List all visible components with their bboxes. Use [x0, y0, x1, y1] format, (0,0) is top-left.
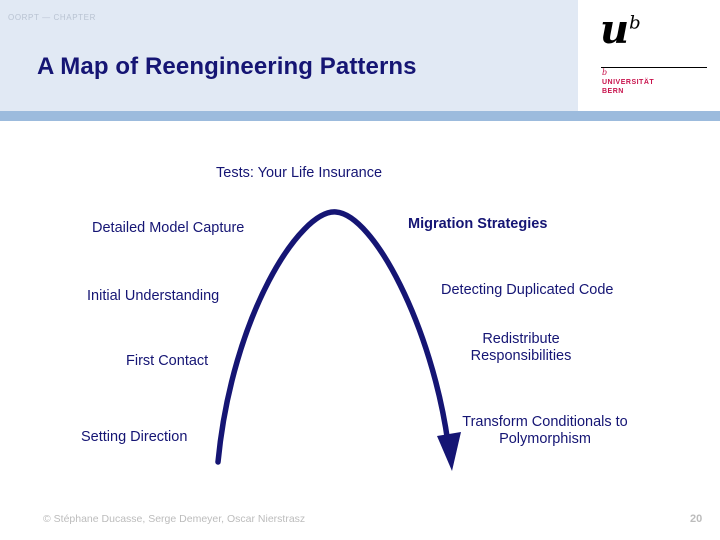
page-title: A Map of Reengineering Patterns: [37, 53, 417, 80]
slide-header-band: OORPT — CHAPTER A Map of Reengineering P…: [0, 0, 578, 111]
logo-small-b-glyph: b: [602, 68, 608, 77]
arrowhead: [437, 432, 461, 471]
label-setting-direction: Setting Direction: [81, 429, 188, 445]
logo-ub-mark: ub: [600, 10, 641, 50]
university-bern-logo: ub b UNIVERSITÄT BERN: [600, 8, 710, 100]
process-arc-arrow: [215, 209, 461, 471]
header-kicker: OORPT — CHAPTER: [8, 13, 96, 22]
label-first-contact: First Contact: [126, 353, 209, 369]
arc-path: [215, 209, 451, 465]
label-transform-conditionals-to-polymorphism: Transform Conditionals to Polymorphism: [462, 414, 628, 447]
reengineering-patterns-map: Tests: Your Life Insurance Detailed Mode…: [0, 121, 720, 496]
label-migration-strategies: Migration Strategies: [408, 216, 548, 232]
label-detecting-duplicated-code: Detecting Duplicated Code: [441, 282, 614, 298]
footer-page-number: 20: [690, 513, 703, 525]
label-redistribute-responsibilities: Redistribute Responsibilities: [470, 331, 572, 364]
header-divider-rule: [0, 111, 720, 121]
logo-institution-text: UNIVERSITÄT BERN: [602, 79, 655, 95]
label-initial-understanding: Initial Understanding: [87, 288, 220, 304]
label-detailed-model-capture: Detailed Model Capture: [92, 220, 245, 236]
logo-horizontal-rule: [601, 67, 707, 68]
logo-u-glyph: u: [600, 6, 630, 53]
footer-copyright: © Stéphane Ducasse, Serge Demeyer, Oscar…: [43, 513, 306, 525]
label-tests-your-life-insurance: Tests: Your Life Insurance: [216, 165, 383, 181]
logo-b-superscript-glyph: b: [629, 12, 641, 34]
